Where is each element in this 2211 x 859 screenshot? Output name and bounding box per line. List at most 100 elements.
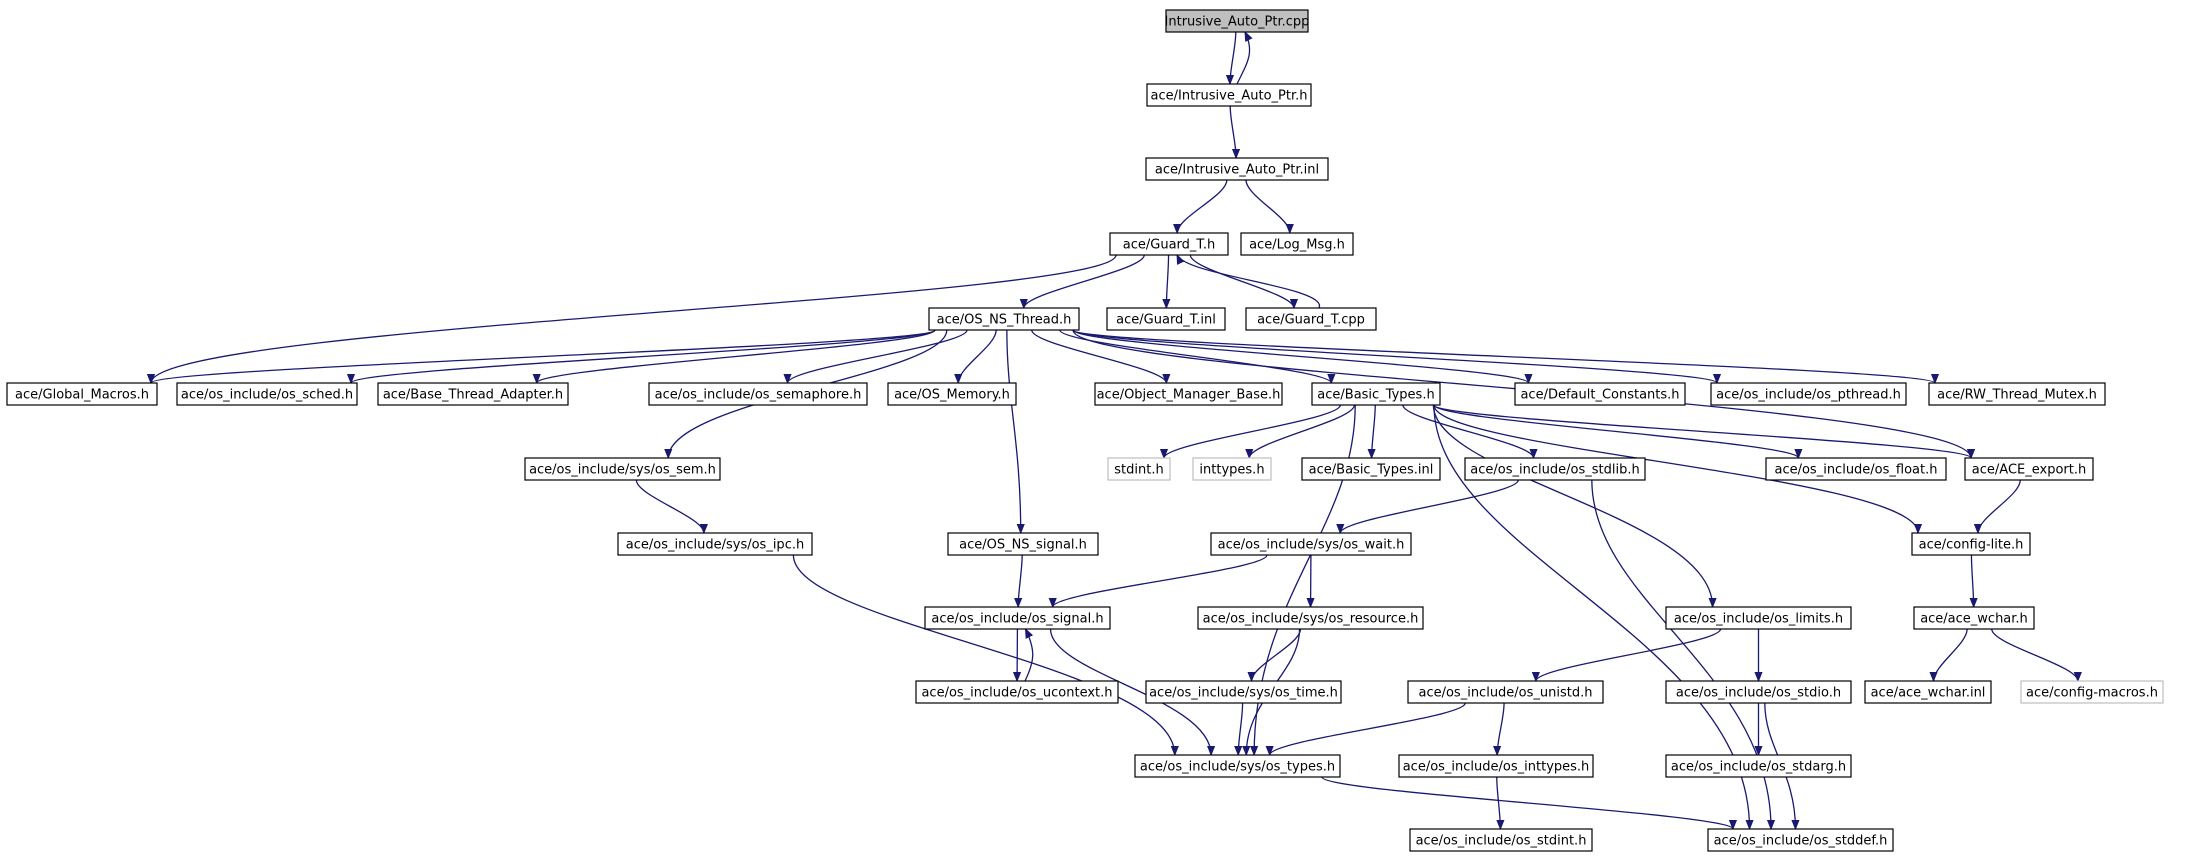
node-ace-os-include-os-semaphore-h[interactable]: ace/os_include/os_semaphore.h	[648, 382, 868, 406]
node-ace-os-include-sys-os-time-h[interactable]: ace/os_include/sys/os_time.h	[1145, 680, 1342, 704]
node-ace-guard-t-h[interactable]: ace/Guard_T.h	[1109, 232, 1229, 256]
node-label: Intrusive_Auto_Ptr.cpp	[1165, 15, 1310, 30]
node-ace-os-ns-signal-h[interactable]: ace/OS_NS_signal.h	[947, 532, 1099, 556]
node-ace-global-macros-h[interactable]: ace/Global_Macros.h	[6, 382, 158, 406]
node-stdint-h[interactable]: stdint.h	[1107, 457, 1171, 481]
node-ace-intrusive-auto-ptr-inl[interactable]: ace/Intrusive_Auto_Ptr.inl	[1145, 157, 1329, 181]
node-box	[1911, 532, 2031, 556]
node-ace-guard-t-inl[interactable]: ace/Guard_T.inl	[1106, 307, 1226, 331]
node-label: ace/Base_Thread_Adapter.h	[383, 388, 563, 403]
node-label: ace/Intrusive_Auto_Ptr.h	[1151, 89, 1308, 104]
node-ace-ace-wchar-inl[interactable]: ace/ace_wchar.inl	[1864, 680, 1992, 704]
edge-sys-os-wait-to-os-signal	[1053, 554, 1268, 608]
edge-iap-inl-to-guard-h	[1177, 179, 1228, 234]
node-box	[1928, 382, 2106, 406]
node-ace-os-include-os-stdarg-h[interactable]: ace/os_include/os_stdarg.h	[1665, 754, 1852, 778]
node-box	[1106, 307, 1226, 331]
node-label: ace/config-macros.h	[2026, 686, 2158, 701]
node-box	[648, 382, 868, 406]
node-ace-config-lite-h[interactable]: ace/config-lite.h	[1911, 532, 2031, 556]
edge-os-ns-thread-to-os-memory	[958, 329, 997, 384]
edge-config-lite-to-ace-wchar-h	[1971, 554, 1973, 607]
node-box	[1165, 9, 1309, 33]
node-ace-os-include-os-stdint-h[interactable]: ace/os_include/os_stdint.h	[1409, 828, 1593, 852]
edge-sys-os-ipc-to-sys-os-types	[792, 554, 1174, 755]
node-box	[1245, 307, 1377, 331]
edge-os-unistd-to-sys-os-types	[1270, 702, 1466, 756]
node-label: ace/ace_wchar.inl	[1871, 686, 1986, 701]
node-ace-os-include-os-signal-h[interactable]: ace/os_include/os_signal.h	[924, 606, 1111, 630]
node-box	[377, 382, 569, 406]
edge-ace-export-to-config-lite	[1978, 479, 2021, 534]
node-ace-os-include-os-stddef-h[interactable]: ace/os_include/os_stddef.h	[1707, 828, 1894, 852]
node-intrusive-auto-ptr-cpp[interactable]: Intrusive_Auto_Ptr.cpp	[1165, 9, 1310, 33]
node-ace-os-include-os-pthread-h[interactable]: ace/os_include/os_pthread.h	[1710, 382, 1907, 406]
node-box	[924, 606, 1111, 630]
node-ace-os-include-os-unistd-h[interactable]: ace/os_include/os_unistd.h	[1407, 680, 1604, 704]
node-box	[6, 382, 158, 406]
node-label: ace/os_include/os_unistd.h	[1418, 686, 1592, 701]
edges	[151, 32, 2078, 830]
node-label: ace/os_include/os_inttypes.h	[1403, 760, 1590, 775]
node-ace-ace-export-h[interactable]: ace/ACE_export.h	[1964, 457, 2094, 481]
node-box	[617, 532, 813, 556]
edge-basic-types-h-to-config-lite	[1433, 404, 1918, 534]
node-label: ace/os_include/os_pthread.h	[1716, 388, 1901, 403]
node-ace-default-constants-h[interactable]: ace/Default_Constants.h	[1514, 382, 1686, 406]
node-box	[524, 457, 721, 481]
node-inttypes-h[interactable]: inttypes.h	[1192, 457, 1272, 481]
node-label: ace/OS_Memory.h	[894, 388, 1010, 403]
edge-iap-h-to-root	[1236, 32, 1250, 85]
node-ace-os-include-sys-os-types-h[interactable]: ace/os_include/sys/os_types.h	[1134, 754, 1341, 778]
node-label: ace/os_include/os_stdarg.h	[1671, 760, 1846, 775]
edge-basic-types-h-to-os-stddef	[1433, 404, 1750, 829]
node-ace-object-manager-base-h[interactable]: ace/Object_Manager_Base.h	[1094, 382, 1283, 406]
node-ace-os-include-sys-os-sem-h[interactable]: ace/os_include/sys/os_sem.h	[524, 457, 721, 481]
node-ace-log-msg-h[interactable]: ace/Log_Msg.h	[1240, 232, 1354, 256]
node-ace-base-thread-adapter-h[interactable]: ace/Base_Thread_Adapter.h	[377, 382, 569, 406]
node-ace-os-include-os-sched-h[interactable]: ace/os_include/os_sched.h	[176, 382, 358, 406]
node-box	[1145, 157, 1329, 181]
edge-basic-types-h-to-ace-export	[1433, 404, 1971, 459]
node-label: ace/os_include/sys/os_resource.h	[1203, 612, 1419, 627]
node-label: ace/ACE_export.h	[1972, 463, 2086, 478]
node-ace-os-include-sys-os-ipc-h[interactable]: ace/os_include/sys/os_ipc.h	[617, 532, 813, 556]
node-label: ace/os_include/os_stdlib.h	[1470, 463, 1639, 478]
node-box	[1311, 382, 1441, 406]
edge-os-signal-to-sys-os-types	[1049, 628, 1212, 755]
node-ace-os-include-os-stdio-h[interactable]: ace/os_include/os_stdio.h	[1665, 680, 1852, 704]
node-ace-config-macros-h[interactable]: ace/config-macros.h	[2020, 680, 2164, 704]
node-label: ace/os_include/sys/os_wait.h	[1218, 538, 1405, 553]
node-ace-os-include-os-stdlib-h[interactable]: ace/os_include/os_stdlib.h	[1464, 457, 1646, 481]
node-label: ace/os_include/os_ucontext.h	[921, 686, 1112, 701]
node-ace-os-include-os-limits-h[interactable]: ace/os_include/os_limits.h	[1665, 606, 1852, 630]
node-label: ace/OS_NS_signal.h	[959, 538, 1087, 553]
node-ace-rw-thread-mutex-h[interactable]: ace/RW_Thread_Mutex.h	[1928, 382, 2106, 406]
node-box	[1665, 606, 1852, 630]
node-ace-basic-types-h[interactable]: ace/Basic_Types.h	[1311, 382, 1441, 406]
node-label: ace/os_include/os_semaphore.h	[655, 388, 862, 403]
edge-os-ns-thread-to-os-sched	[351, 329, 936, 384]
node-label: ace/Basic_Types.inl	[1309, 463, 1434, 478]
node-ace-os-memory-h[interactable]: ace/OS_Memory.h	[887, 382, 1017, 406]
node-box	[1765, 457, 1947, 481]
node-ace-intrusive-auto-ptr-h[interactable]: ace/Intrusive_Auto_Ptr.h	[1146, 83, 1312, 107]
node-label: ace/Object_Manager_Base.h	[1097, 388, 1281, 403]
node-ace-os-ns-thread-h[interactable]: ace/OS_NS_Thread.h	[928, 307, 1080, 331]
node-label: ace/Guard_T.cpp	[1257, 313, 1365, 328]
node-ace-os-include-sys-os-wait-h[interactable]: ace/os_include/sys/os_wait.h	[1210, 532, 1412, 556]
node-label: ace/os_include/os_stdio.h	[1676, 686, 1841, 701]
node-ace-guard-t-cpp[interactable]: ace/Guard_T.cpp	[1245, 307, 1377, 331]
node-box	[1464, 457, 1646, 481]
node-ace-os-include-os-float-h[interactable]: ace/os_include/os_float.h	[1765, 457, 1947, 481]
node-ace-basic-types-inl[interactable]: ace/Basic_Types.inl	[1301, 457, 1441, 481]
edge-basic-types-h-to-inttypes-h	[1249, 404, 1356, 459]
node-ace-ace-wchar-h[interactable]: ace/ace_wchar.h	[1913, 606, 2035, 630]
node-label: ace/config-lite.h	[1919, 538, 2024, 553]
node-label: stdint.h	[1114, 463, 1163, 478]
node-box	[1964, 457, 2094, 481]
node-box	[1134, 754, 1341, 778]
node-ace-os-include-os-ucontext-h[interactable]: ace/os_include/os_ucontext.h	[915, 680, 1119, 704]
node-ace-os-include-sys-os-resource-h[interactable]: ace/os_include/sys/os_resource.h	[1197, 606, 1424, 630]
node-ace-os-include-os-inttypes-h[interactable]: ace/os_include/os_inttypes.h	[1398, 754, 1594, 778]
